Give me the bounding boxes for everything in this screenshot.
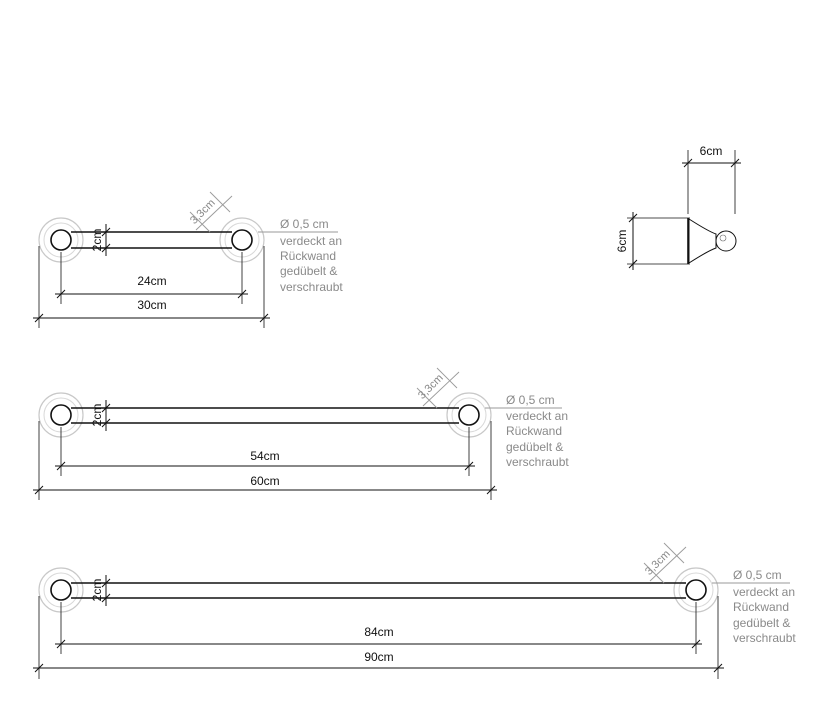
inner-length-label: 84cm [364, 625, 393, 639]
side-height-label: 6cm [615, 230, 629, 253]
note-line: Rückwand [506, 424, 562, 438]
side-view: 6cm 6cm [615, 144, 741, 270]
right-mount [231, 229, 253, 251]
towel-bar-60cm: 2cm 54cm 60cm 3,3cm Ø 0,5 cm verdeckt an… [33, 367, 569, 500]
note-line: verdeckt an [506, 409, 568, 423]
holder-body [688, 218, 717, 264]
left-mount [50, 229, 72, 251]
note-line: verschraubt [733, 631, 796, 645]
note-line: verdeckt an [733, 585, 795, 599]
note-line: gedübelt & [733, 616, 790, 630]
note-diameter: Ø 0,5 cm [280, 217, 329, 231]
outer-length-label: 90cm [364, 650, 393, 664]
height-label: 2cm [90, 229, 104, 252]
towel-bar-30cm: 2cm 24cm 30cm 3,3cm Ø 0,5 cm verdeckt an… [33, 191, 343, 328]
left-mount [50, 404, 72, 426]
note-diameter: Ø 0,5 cm [506, 393, 555, 407]
outer-length-label: 30cm [137, 298, 166, 312]
inner-length-label: 24cm [137, 274, 166, 288]
note-line: Rückwand [280, 249, 336, 263]
left-mount [50, 579, 72, 601]
note-line: verschraubt [506, 455, 569, 469]
note-line: gedübelt & [506, 440, 563, 454]
note-line: verschraubt [280, 280, 343, 294]
note-diameter: Ø 0,5 cm [733, 568, 782, 582]
towel-bar-90cm: 2cm 84cm 90cm 3,3cm Ø 0,5 cm verdeckt an… [33, 542, 796, 679]
right-mount [458, 404, 480, 426]
outer-length-label: 60cm [250, 474, 279, 488]
offset-label: 3,3cm [416, 372, 446, 402]
right-mount [685, 579, 707, 601]
height-label: 2cm [90, 579, 104, 602]
holder-knob [715, 230, 737, 252]
note-line: gedübelt & [280, 264, 337, 278]
side-width-label: 6cm [700, 144, 723, 158]
inner-length-label: 54cm [250, 449, 279, 463]
note-line: verdeckt an [280, 234, 342, 248]
note-line: Rückwand [733, 600, 789, 614]
height-label: 2cm [90, 404, 104, 427]
offset-label: 3,3cm [188, 197, 218, 227]
